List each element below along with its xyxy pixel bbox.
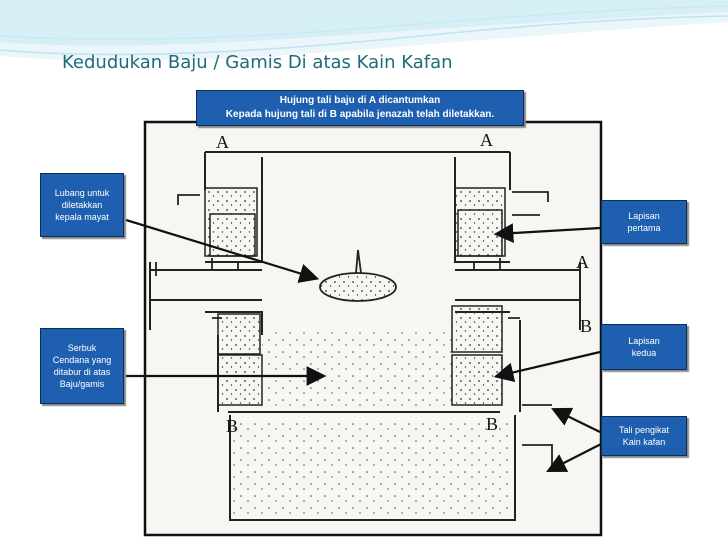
first-layer-blocks xyxy=(204,187,506,257)
letter-a-side: A xyxy=(576,252,589,272)
callout-lapisan-kedua-line: Lapisan xyxy=(628,336,660,346)
callout-lubang-line: Lubang untuk xyxy=(54,188,110,198)
callout-serbuk-line: Cendana yang xyxy=(52,355,112,365)
tie-strings xyxy=(149,191,581,472)
sheet-powder-area xyxy=(232,418,512,518)
letter-b-bottom-left: B xyxy=(226,416,238,436)
arrow-tali-lower xyxy=(546,441,606,472)
wave-band-2 xyxy=(0,0,728,46)
callout-lapisan-kedua-line: kedua xyxy=(631,348,657,358)
wave-line-2 xyxy=(0,5,728,40)
callout-tali-line: Tali pengikat xyxy=(618,425,670,435)
header-note-line-2: Kepada hujung tali di B apabila jenazah … xyxy=(225,109,495,120)
wave-line-1 xyxy=(0,15,728,56)
letter-a-top-right: A xyxy=(480,130,493,150)
arrow-tali-upper xyxy=(551,407,601,433)
letter-b-bottom-right: B xyxy=(486,414,498,434)
position-letters: A A A B B B xyxy=(216,130,592,436)
page-title: Kedudukan Baju / Gamis Di atas Kain Kafa… xyxy=(62,52,453,73)
callout-serbuk-line: Baju/gamis xyxy=(59,379,105,389)
callout-lapisan-pertama-line: Lapisan xyxy=(628,211,660,221)
callout-lapisan-kedua: Lapisan kedua xyxy=(601,324,687,370)
callout-serbuk: Serbuk Cendana yang ditabur di atas Baju… xyxy=(40,328,124,404)
header-note-line-1: Hujung tali baju di A dicantumkan xyxy=(279,95,441,106)
arrow-lapisan-pertama xyxy=(493,223,601,243)
callout-lubang-line: kepala mayat xyxy=(55,212,109,222)
callout-lapisan-pertama: Lapisan pertama xyxy=(601,200,687,244)
callout-lubang-line: diletakkan xyxy=(61,200,103,210)
head-hole xyxy=(319,249,397,302)
letter-b-side: B xyxy=(580,316,592,336)
sandalwood-powder-area xyxy=(262,330,452,410)
callout-tali-line: Kain kafan xyxy=(622,437,666,447)
letter-a-top-left: A xyxy=(216,132,229,152)
second-layer-blocks xyxy=(217,305,503,406)
arrow-lubang xyxy=(125,218,320,283)
callout-serbuk-line: ditabur di atas xyxy=(53,367,111,377)
callout-tali-pengikat: Tali pengikat Kain kafan xyxy=(601,416,687,456)
arrow-lapisan-kedua xyxy=(493,350,601,383)
header-note-box: Hujung tali baju di A dicantumkan Kepada… xyxy=(196,90,524,126)
callout-lubang: Lubang untuk diletakkan kepala mayat xyxy=(40,173,124,237)
callout-lapisan-pertama-line: pertama xyxy=(627,223,661,233)
callout-arrows xyxy=(125,218,606,472)
callout-serbuk-line: Serbuk xyxy=(67,343,97,353)
